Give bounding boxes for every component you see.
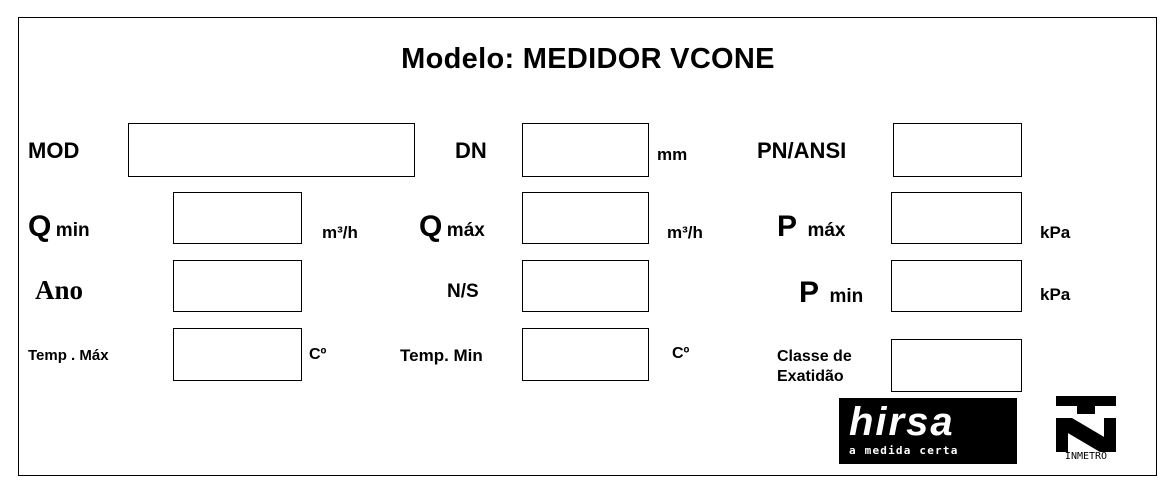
mod-field[interactable] xyxy=(128,123,415,177)
dn-field[interactable] xyxy=(522,123,649,177)
classe-label-line2: Exatidão xyxy=(777,368,844,385)
ns-label: N/S xyxy=(447,281,479,302)
qmin-sub: min xyxy=(55,220,90,241)
qmax-field[interactable] xyxy=(522,192,649,244)
temp-min-label: Temp. Min xyxy=(400,346,483,365)
pmax-label: P máx xyxy=(777,212,846,242)
inmetro-text: INMETRO xyxy=(1064,451,1108,462)
pmax-symbol: P xyxy=(777,210,798,243)
hirsa-logo: hirsa a medida certa xyxy=(839,398,1017,464)
hirsa-wordmark: hirsa xyxy=(849,400,955,444)
temp-max-field[interactable] xyxy=(173,328,302,381)
temp-min-field[interactable] xyxy=(522,328,649,381)
hirsa-tagline: a medida certa xyxy=(849,444,959,457)
pmin-field[interactable] xyxy=(891,260,1022,312)
page-title: Modelo: MEDIDOR VCONE xyxy=(401,43,775,75)
temp-min-unit: Cº xyxy=(672,345,690,362)
pmin-sub: min xyxy=(829,286,864,307)
pn-ansi-label: PN/ANSI xyxy=(757,138,847,163)
dn-unit: mm xyxy=(657,145,688,164)
ano-field[interactable] xyxy=(173,260,302,312)
pmax-unit: kPa xyxy=(1040,223,1071,242)
ns-field[interactable] xyxy=(522,260,649,312)
pmin-symbol: P xyxy=(799,276,820,309)
pmin-unit: kPa xyxy=(1040,285,1071,304)
nameplate-border xyxy=(18,17,1157,476)
temp-max-label: Temp . Máx xyxy=(28,347,109,364)
qmin-field[interactable] xyxy=(173,192,302,244)
qmax-label: Q máx xyxy=(419,212,485,242)
qmin-label: Q min xyxy=(28,212,90,242)
inmetro-logo-icon xyxy=(1056,396,1116,452)
classe-label-line1: Classe de xyxy=(777,348,852,365)
pmin-label: P min xyxy=(799,278,863,308)
qmax-sub: máx xyxy=(446,220,485,241)
pmax-sub: máx xyxy=(807,220,846,241)
qmax-unit: m³/h xyxy=(667,223,703,242)
pmax-field[interactable] xyxy=(891,192,1022,244)
dn-label: DN xyxy=(455,138,487,163)
pn-ansi-field[interactable] xyxy=(893,123,1022,177)
qmin-unit: m³/h xyxy=(322,223,358,242)
qmin-symbol: Q xyxy=(28,210,52,243)
classe-field[interactable] xyxy=(891,339,1022,392)
qmax-symbol: Q xyxy=(419,210,443,243)
ano-label: Ano xyxy=(35,275,84,305)
temp-max-unit: Cº xyxy=(309,346,327,363)
mod-label: MOD xyxy=(28,138,80,163)
